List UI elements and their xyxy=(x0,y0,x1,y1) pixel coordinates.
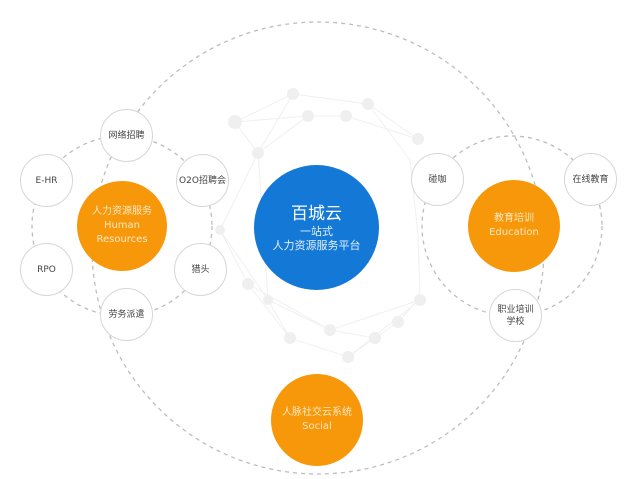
education-node: 教育培训 Education xyxy=(468,180,560,272)
hr-label-en1: Human xyxy=(103,220,141,231)
item-label: 职业培训 xyxy=(497,304,534,315)
social-node: 人脉社交云系统 Social xyxy=(271,374,363,466)
item-label: 碰咖 xyxy=(428,174,447,185)
item-label: 猎头 xyxy=(191,264,210,275)
hr-dashed-ring xyxy=(31,135,213,317)
edu-item-vocational-school: 职业培训 学校 xyxy=(489,289,542,342)
hr-services-node: 人力资源服务 Human Resources xyxy=(77,181,167,271)
social-label-cn: 人脉社交云系统 xyxy=(282,407,352,418)
center-subtitle: 一站式 xyxy=(300,224,333,238)
education-label-en: Education xyxy=(489,227,539,238)
center-title: 百城云 xyxy=(291,203,342,224)
item-label: RPO xyxy=(37,264,56,275)
item-label: 在线教育 xyxy=(572,174,609,185)
social-label-en: Social xyxy=(302,421,332,432)
item-label: 网络招聘 xyxy=(108,130,145,141)
hr-item-rpo: RPO xyxy=(20,243,73,296)
education-dashed-ring xyxy=(421,135,603,317)
hr-item-labor-dispatch: 劳务派遣 xyxy=(100,288,153,341)
item-label: E-HR xyxy=(35,175,58,186)
hr-label-en2: Resources xyxy=(96,234,148,245)
item-label: 劳务派遣 xyxy=(108,309,145,320)
edu-item-pengka: 碰咖 xyxy=(411,153,464,206)
hr-item-online-recruiting: 网络招聘 xyxy=(100,109,153,162)
center-platform-node: 百城云 一站式 人力资源服务平台 xyxy=(254,165,379,290)
hr-item-o2o-job-fair: O2O招聘会 xyxy=(176,154,229,207)
hr-item-headhunting: 猎头 xyxy=(174,243,227,296)
hr-item-ehr: E-HR xyxy=(20,154,73,207)
item-label: O2O招聘会 xyxy=(179,175,226,186)
edu-item-online-education: 在线教育 xyxy=(564,153,617,206)
center-description: 人力资源服务平台 xyxy=(272,238,361,252)
hr-label-cn: 人力资源服务 xyxy=(92,206,152,217)
education-label-cn: 教育培训 xyxy=(494,213,534,224)
item-label: 学校 xyxy=(506,316,525,327)
